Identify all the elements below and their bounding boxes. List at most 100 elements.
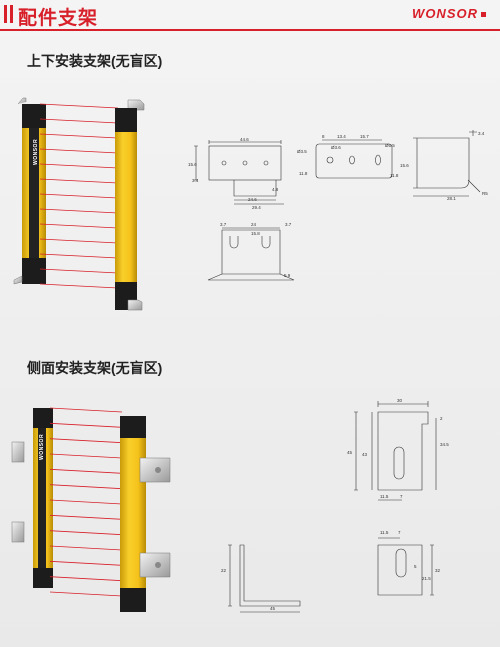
- dim-label: 43: [362, 452, 368, 457]
- light-beam: [39, 133, 119, 139]
- light-beam: [39, 103, 119, 109]
- drawing-side-lower-r: [377, 537, 434, 596]
- light-beam: [49, 545, 123, 551]
- light-beam: [39, 238, 119, 244]
- bracket-screw: [155, 562, 161, 568]
- light-beam: [39, 223, 119, 229]
- product-top-mount: WONSOR: [13, 97, 145, 311]
- dim-label: 11.5: [380, 530, 389, 535]
- drawing-top-bottom: [207, 227, 295, 281]
- section-title-top-mount: 上下安装支架(无盲区): [27, 53, 163, 69]
- drawing-top-holes: [315, 139, 393, 179]
- light-beams: [49, 407, 123, 597]
- light-beam: [39, 178, 119, 184]
- dim-label: 15.7: [360, 134, 369, 139]
- page-header: 配件支架 WONSOR: [0, 0, 500, 31]
- lens-strip: [29, 128, 39, 258]
- dim-label: Ø5.5: [385, 143, 395, 148]
- end-cap: [33, 408, 53, 428]
- sensor-body: [115, 132, 137, 282]
- dim-label: 44.6: [240, 137, 249, 142]
- dim-label: 24: [251, 222, 257, 227]
- light-beam: [39, 253, 119, 259]
- emitter-left-side: WONSOR: [11, 408, 53, 588]
- dim-label: 8: [322, 134, 325, 139]
- light-beam: [49, 591, 123, 597]
- dim-label: 3.7: [220, 222, 227, 227]
- receiver-right-top: [115, 99, 145, 311]
- end-cap: [33, 568, 53, 588]
- light-beam: [49, 530, 123, 536]
- bracket-bottom-left: [13, 275, 23, 285]
- light-beam: [39, 283, 119, 289]
- light-beam: [49, 453, 123, 459]
- brand-logo-text: WONSOR: [412, 6, 478, 21]
- drawing-side-lower-l: [228, 544, 301, 613]
- dim-label: 3.7: [285, 222, 292, 227]
- receiver-right-side: [120, 416, 171, 612]
- end-cap: [22, 258, 46, 284]
- light-beam: [39, 163, 119, 169]
- light-beam: [39, 118, 119, 124]
- side-bracket: [11, 441, 25, 463]
- dim-label: 29.4: [252, 205, 261, 210]
- product-brand-print: WONSOR: [39, 434, 45, 460]
- dim-label: 3.4: [192, 178, 199, 183]
- dim-label: Ø3.6: [331, 145, 341, 150]
- dim-label: 11.8: [299, 171, 308, 176]
- end-cap: [120, 588, 146, 612]
- dim-label: 34.5: [440, 442, 449, 447]
- dim-label: 5.9: [284, 273, 291, 278]
- header-accent-bar: [10, 5, 13, 23]
- dim-label: 28.1: [447, 196, 456, 201]
- light-beam: [49, 514, 123, 520]
- dim-label: R5: [482, 191, 488, 196]
- logo-dot-icon: [481, 12, 486, 18]
- side-bracket: [11, 521, 25, 543]
- light-beam: [49, 438, 123, 444]
- end-cap: [115, 108, 137, 132]
- dim-label: 15.8: [251, 231, 260, 236]
- lens-strip: [38, 428, 46, 568]
- product-side-mount: WONSOR: [11, 407, 171, 612]
- header-rule: [0, 29, 500, 31]
- dim-label: 45: [347, 450, 353, 455]
- dim-label: 11.8: [390, 173, 399, 178]
- light-beam: [39, 193, 119, 199]
- dim-label: 4.8: [272, 187, 279, 192]
- light-beam: [49, 560, 123, 566]
- drawing-top-side: [413, 130, 481, 197]
- drawing-side-upper: [354, 401, 437, 501]
- bracket-top-left: [17, 97, 27, 105]
- header-accent-bar: [4, 5, 7, 23]
- light-beam: [39, 268, 119, 274]
- end-cap: [120, 416, 146, 438]
- dim-label: 13.4: [337, 134, 346, 139]
- dim-label: 15.6: [188, 162, 197, 167]
- light-beam: [49, 407, 123, 413]
- dim-label: 3.4: [478, 131, 485, 136]
- dim-label: 5: [414, 564, 417, 569]
- dim-label: 7: [398, 530, 401, 535]
- dim-label: 24.6: [248, 197, 257, 202]
- emitter-left-top: WONSOR: [13, 97, 46, 285]
- end-cap: [22, 104, 46, 128]
- bracket-screw: [155, 467, 161, 473]
- dim-label: 21.5: [422, 576, 431, 581]
- light-beam: [39, 208, 119, 214]
- dim-label: 7: [400, 494, 403, 499]
- brand-logo: WONSOR: [412, 6, 486, 21]
- drawing-top-front: [194, 140, 284, 205]
- light-beam: [49, 484, 123, 490]
- dim-label: 45: [270, 606, 276, 611]
- dim-label: 15.6: [400, 163, 409, 168]
- dim-label: 2: [440, 416, 443, 421]
- light-beam: [39, 148, 119, 154]
- dim-label: Ø3.5: [297, 149, 307, 154]
- light-beam: [49, 422, 123, 428]
- section-title-side-mount: 侧面安装支架(无盲区): [27, 360, 163, 376]
- light-beam: [49, 468, 123, 474]
- page-title: 配件支架: [18, 8, 99, 29]
- bracket-bottom-right: [127, 299, 143, 311]
